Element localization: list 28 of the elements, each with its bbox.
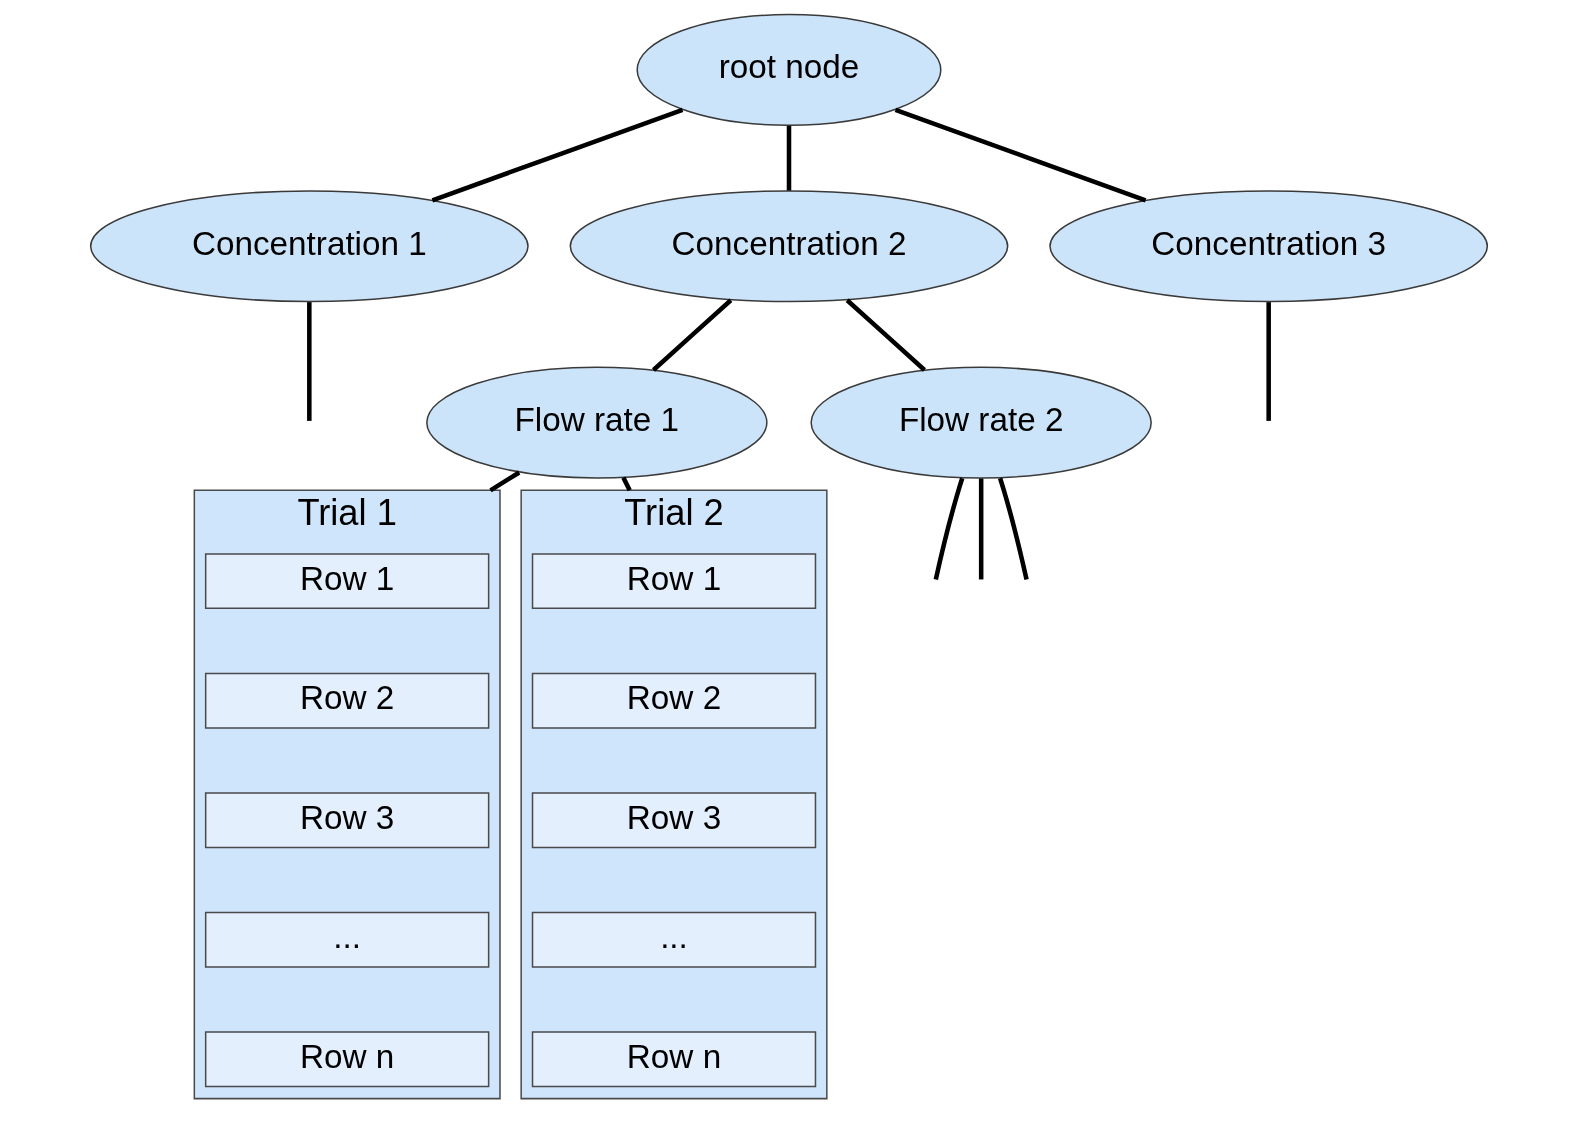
node-ellipse: root node [635,13,942,126]
connector [997,477,1029,580]
node-ellipse: Concentration 2 [569,190,1008,303]
connector [845,298,926,372]
node-box: ... [531,911,816,968]
node-box: Row n [531,1031,816,1088]
node-box: Row 2 [204,672,489,729]
node-ellipse: Concentration 1 [89,190,529,303]
node-ellipse: Flow rate 1 [425,366,768,479]
node-box: Row n [204,1031,489,1088]
connector [620,476,632,492]
node-box: Row 3 [204,792,489,849]
node-ellipse: Flow rate 2 [809,366,1152,479]
connector [894,107,1146,203]
node-box: ... [204,911,489,968]
connector [933,477,964,580]
node-ellipse: Concentration 3 [1048,190,1488,303]
node-box: Row 2 [531,672,816,729]
connector [786,125,791,191]
connector [488,470,520,493]
connector [306,302,312,421]
node-box: Row 1 [531,553,816,610]
node-box: Row 3 [531,792,816,849]
connector [651,298,732,372]
connector [978,478,983,580]
connector [1265,302,1271,421]
node-box: Row 1 [204,553,489,610]
connector [431,107,683,203]
